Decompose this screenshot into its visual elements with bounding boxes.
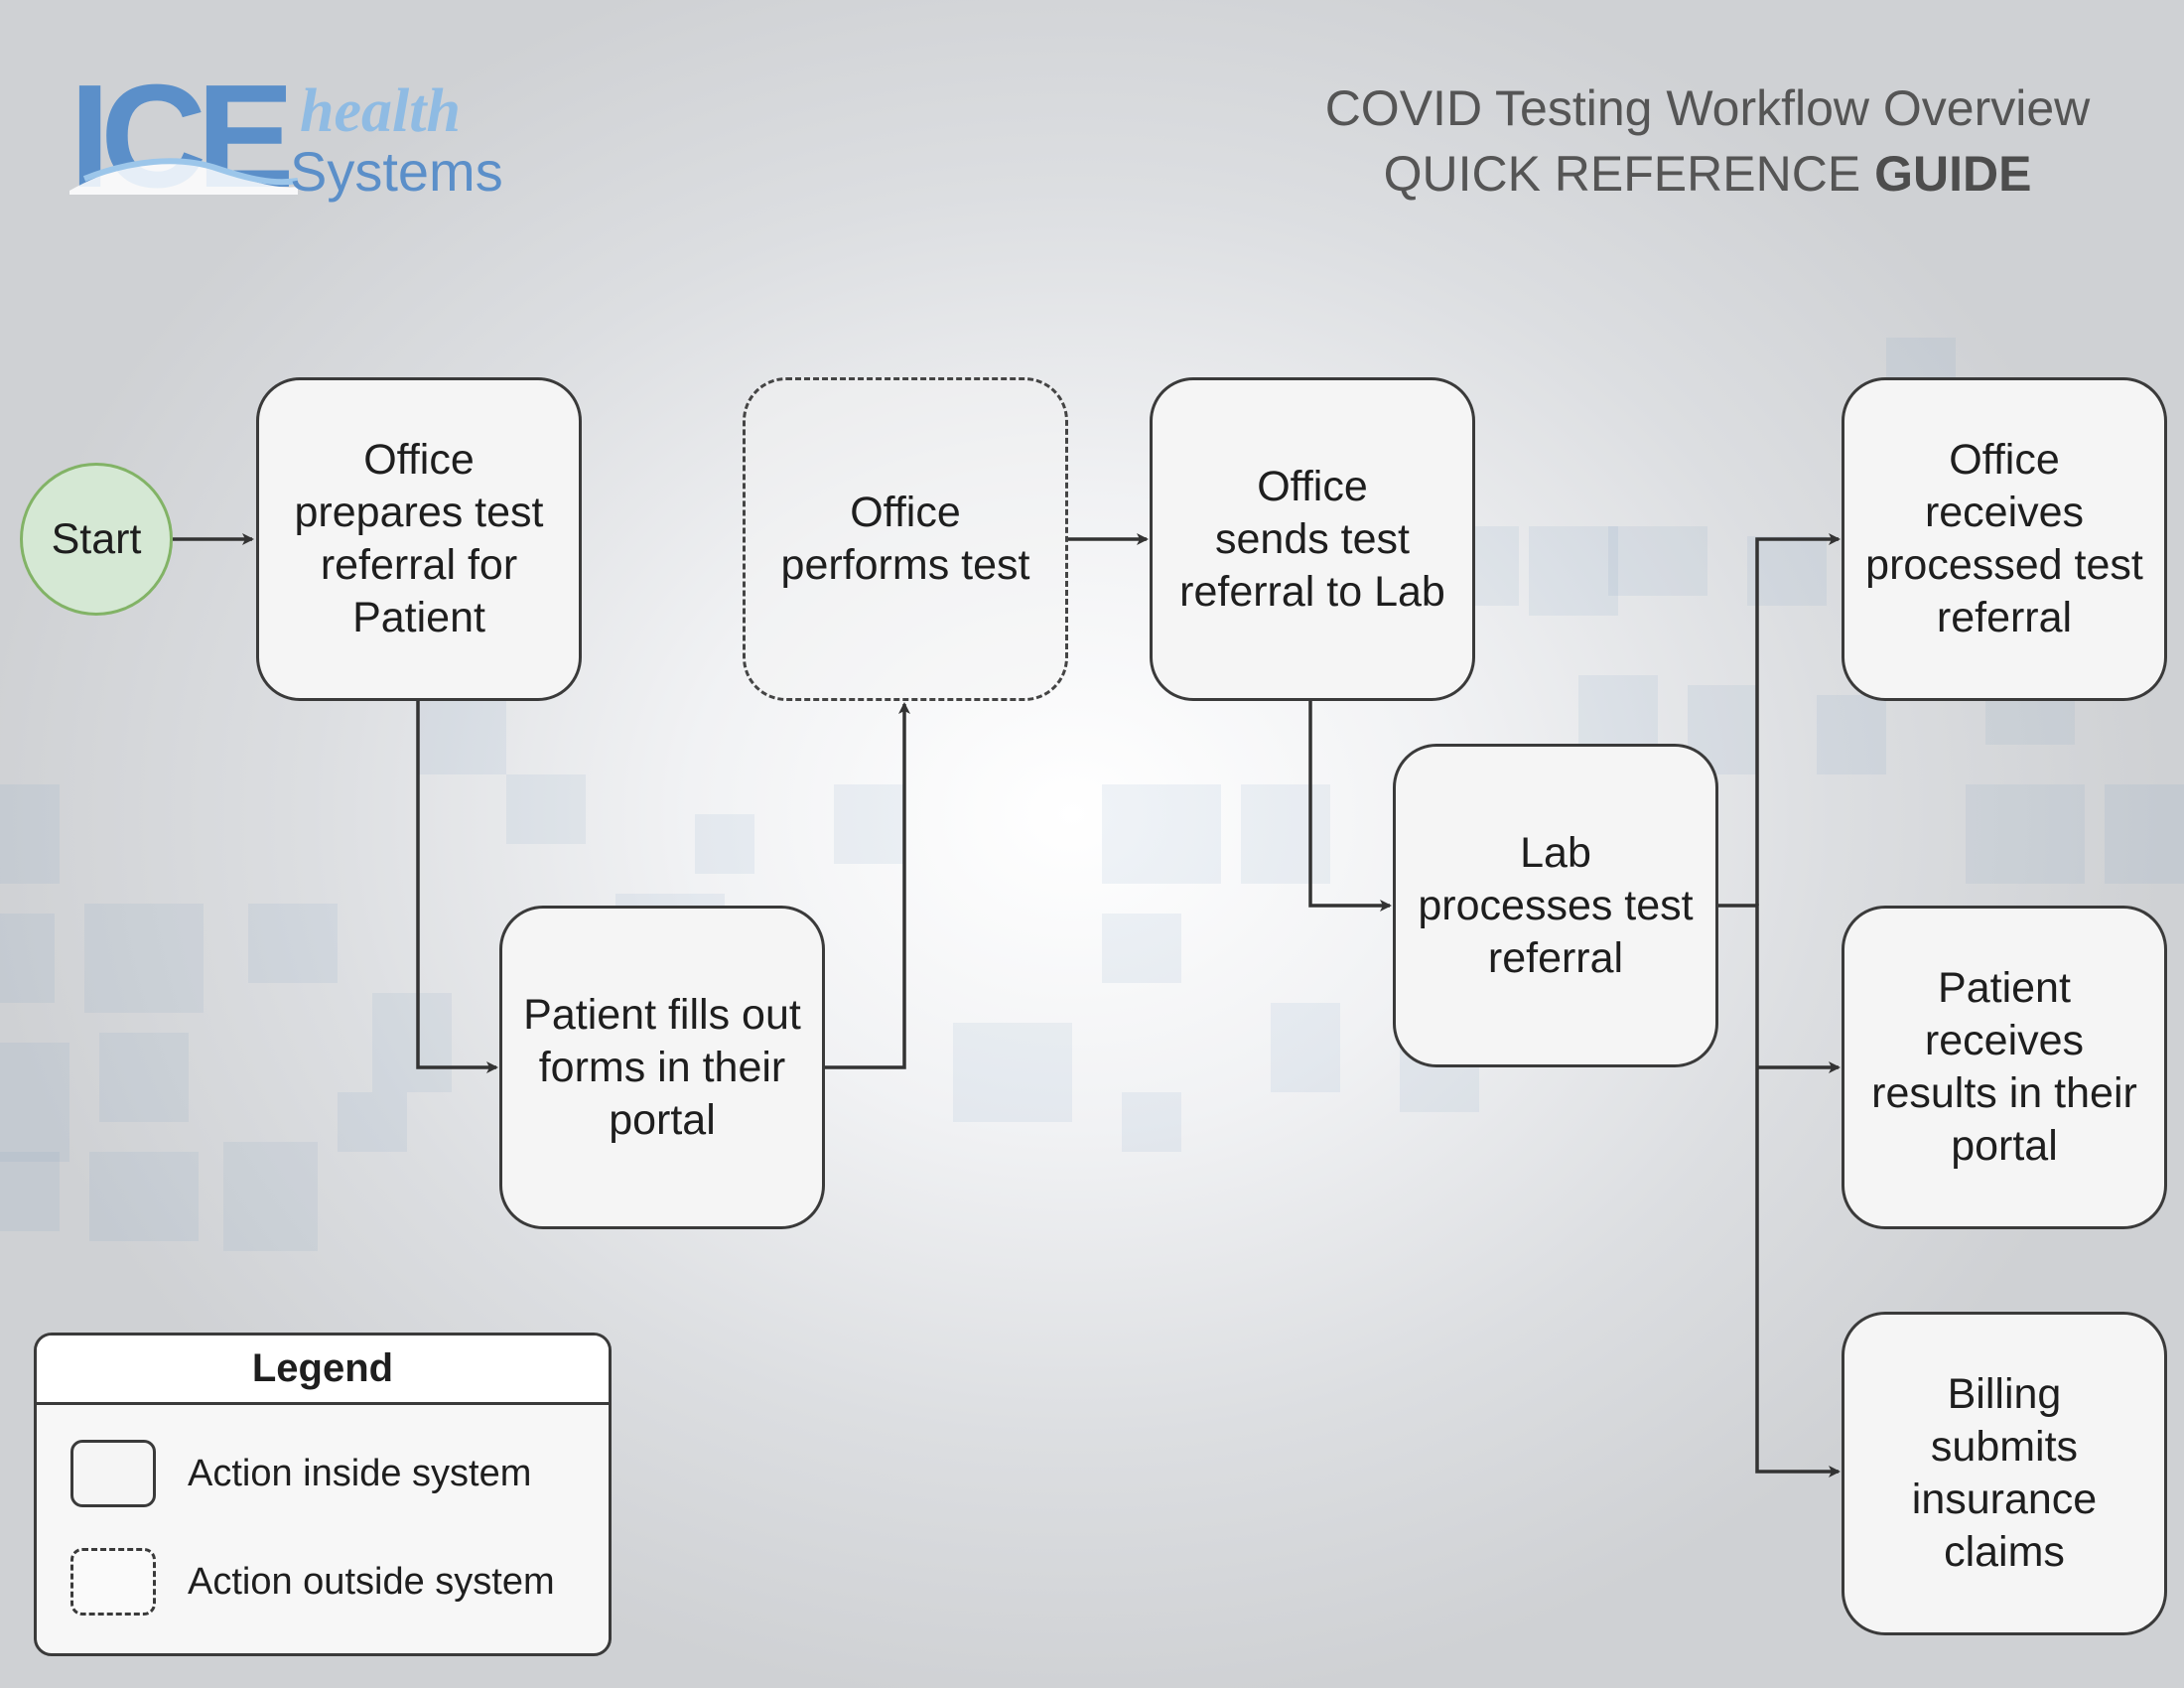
legend-label-outside: Action outside system [188, 1560, 555, 1603]
edge-patient-fills-to-performs [823, 702, 910, 1069]
ice-health-systems-logo: ICE health Systems [69, 70, 503, 209]
svg-text:health: health [300, 77, 461, 145]
node-office-performs-test: Office performs test [743, 377, 1068, 701]
title-line: COVID Testing Workflow Overview [1324, 80, 2091, 136]
start-node: Start [20, 463, 173, 616]
page-title: COVID Testing Workflow Overview QUICK RE… [1231, 75, 2184, 207]
legend: Legend Action inside system Action outsi… [34, 1333, 612, 1656]
edge-lab-to-office-receives [1755, 533, 1841, 906]
node-office-receives-referral: Office receives processed test referral [1842, 377, 2167, 701]
legend-swatch-solid [70, 1440, 156, 1507]
node-patient-receives-results: Patient receives results in their portal [1842, 906, 2167, 1229]
edge-sends-to-lab [1308, 700, 1392, 912]
legend-item-inside: Action inside system [37, 1437, 609, 1510]
legend-label-inside: Action inside system [188, 1452, 532, 1494]
node-patient-fills-forms: Patient fills out forms in their portal [499, 906, 825, 1229]
node-lab-processes-referral: Lab processes test referral [1393, 744, 1718, 1067]
svg-text:Systems: Systems [290, 140, 503, 203]
legend-title: Legend [37, 1336, 609, 1405]
edge-prepare-to-patient-fills [416, 700, 498, 1073]
node-office-prepares-referral: Office prepares test referral for Patien… [256, 377, 582, 701]
legend-swatch-dashed [70, 1548, 156, 1616]
node-billing-submits-claims: Billing submits insurance claims [1842, 1312, 2167, 1635]
subtitle-line: QUICK REFERENCE GUIDE [1383, 146, 2032, 202]
legend-item-outside: Action outside system [37, 1545, 609, 1618]
edge-lab-to-billing [1755, 1067, 1841, 1477]
node-office-sends-referral: Office sends test referral to Lab [1150, 377, 1475, 701]
